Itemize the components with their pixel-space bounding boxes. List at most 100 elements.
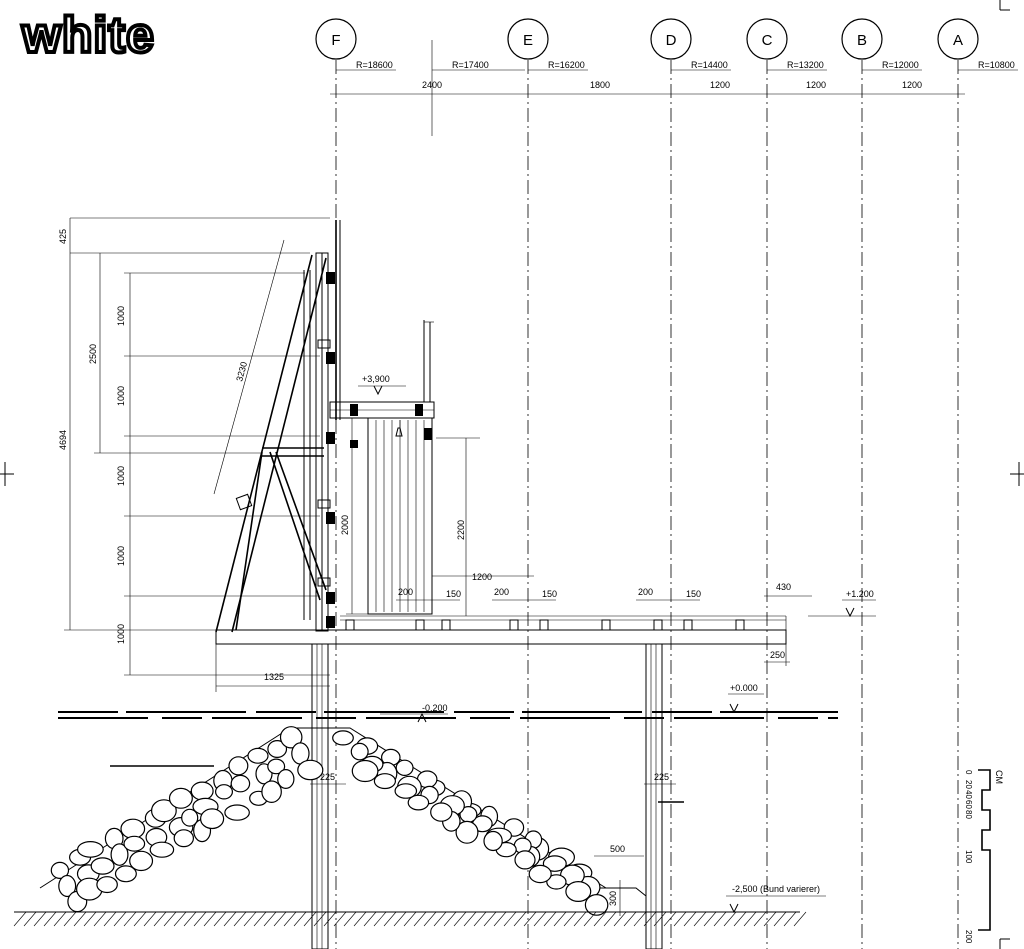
spacing-dim: 2400	[422, 80, 442, 90]
rubble-stone	[96, 876, 118, 894]
grid-axes: FR=18600ER=16200DR=14400CR=13200BR=12000…	[315, 18, 1018, 949]
rubble-stone	[224, 804, 250, 821]
rubble-stone	[228, 756, 249, 776]
rubble-stone	[181, 808, 199, 827]
rubble-stone	[168, 787, 193, 809]
dim-edge-low: 250	[770, 650, 785, 660]
rubble-stone	[261, 780, 282, 803]
rubble-stone	[542, 855, 567, 872]
rubble-stone	[514, 850, 536, 870]
deck-joist	[415, 619, 425, 631]
axis-bubble	[315, 18, 357, 60]
water-surface: -0.200 +0.000	[58, 683, 838, 767]
dim-beam: 200	[494, 587, 509, 597]
logo-wordmark: white	[21, 7, 155, 63]
level-deck: +1.200	[846, 589, 874, 599]
rubble-stone	[267, 758, 286, 775]
dim-beam: 150	[542, 589, 557, 599]
rubble-stone	[247, 747, 269, 764]
scale-tick: 40	[964, 790, 973, 799]
spacing-dim: 1200	[710, 80, 730, 90]
scale-tick: 200	[964, 930, 973, 944]
rubble-stone	[483, 830, 503, 852]
deck-joist	[683, 619, 693, 631]
vertical-dimensions: 425 4694 2500 1000 1000 1000 1000 1000 3…	[58, 217, 330, 676]
rubble-stone	[200, 808, 225, 830]
deck-joist	[441, 619, 451, 631]
rubble-stone	[76, 841, 104, 858]
piles: 225 225	[310, 643, 684, 949]
scale-unit: CM	[994, 770, 1004, 784]
dim-door: 2000	[340, 515, 350, 535]
rubble-stone	[350, 742, 369, 761]
rubble-stone	[129, 850, 154, 872]
scale-tick: 60	[964, 800, 973, 809]
axis-bubble	[937, 18, 979, 60]
axis-label: E	[523, 32, 533, 49]
seabed: 500 300 -2,500 (Bund varierer)	[13, 844, 826, 927]
dim-edge: 430	[776, 582, 791, 592]
deck-joist	[653, 619, 663, 631]
rubble-stone	[267, 739, 288, 758]
dim-toe-height: 300	[608, 891, 618, 906]
axis-label: B	[857, 32, 867, 49]
level-water: -0.200	[422, 703, 448, 713]
scale-tick: 0	[964, 770, 973, 775]
axis-label: A	[953, 32, 963, 49]
rubble-stone	[332, 730, 354, 746]
level-top: +3,900	[362, 374, 390, 384]
dim-step: 1000	[116, 466, 126, 486]
rubble-stone	[149, 841, 175, 858]
axis-label: F	[331, 32, 340, 49]
axis-bubble	[841, 18, 883, 60]
rubble-stone	[395, 759, 414, 777]
rubble-stone	[528, 864, 552, 884]
rubble-stone	[190, 781, 214, 801]
dim-diagonal: 3230	[234, 361, 249, 383]
axis-radius: R=12000	[882, 60, 919, 70]
rubble-stone	[394, 783, 418, 799]
rubble-stone	[373, 773, 396, 790]
rubble-stone	[110, 843, 129, 866]
deck-joist	[539, 619, 549, 631]
dim-beam: 150	[446, 589, 461, 599]
deck-joists	[345, 619, 745, 631]
dim-overhang: 1325	[264, 672, 284, 682]
spacing-dim: 1200	[902, 80, 922, 90]
axis-radius: R=14400	[691, 60, 728, 70]
scale-tick: 80	[964, 810, 973, 819]
axis-label: D	[666, 32, 677, 49]
deck-joist	[735, 619, 745, 631]
deck: 1200 200 150 200 150 200 150 430 250 +1.…	[215, 572, 876, 692]
axis-radius: R=16200	[548, 60, 585, 70]
deck-joist	[509, 619, 519, 631]
dim-upper: 2500	[88, 344, 98, 364]
rubble-stone	[430, 802, 453, 822]
dim-top: 425	[58, 229, 68, 244]
rubble-stone	[150, 799, 177, 823]
axis-bubble	[650, 18, 692, 60]
axis-radius: R=18600	[356, 60, 393, 70]
upper-platform: 2000 2200 +3,900	[329, 320, 480, 616]
rubble-stone	[114, 865, 137, 883]
radius-label-extra: R=17400	[452, 60, 489, 70]
dim-beam: 150	[686, 589, 701, 599]
dim-step: 1000	[116, 386, 126, 406]
rubble-stone	[584, 894, 609, 916]
dim-total: 4694	[58, 430, 68, 450]
axis-radius: R=10800	[978, 60, 1015, 70]
axis-label: C	[762, 32, 773, 49]
rubble-stone	[546, 874, 567, 890]
dim-step: 1000	[116, 546, 126, 566]
dim-deck-width: 1200	[472, 572, 492, 582]
rubble-stone	[50, 861, 70, 880]
scale-tick: 100	[964, 850, 973, 864]
rubble-stone	[565, 880, 592, 902]
dim-beam: 200	[638, 587, 653, 597]
rubble-stone	[173, 829, 194, 848]
dim-step: 1000	[116, 306, 126, 326]
spacing-dim: 1200	[806, 80, 826, 90]
rubble-stone	[297, 759, 324, 781]
